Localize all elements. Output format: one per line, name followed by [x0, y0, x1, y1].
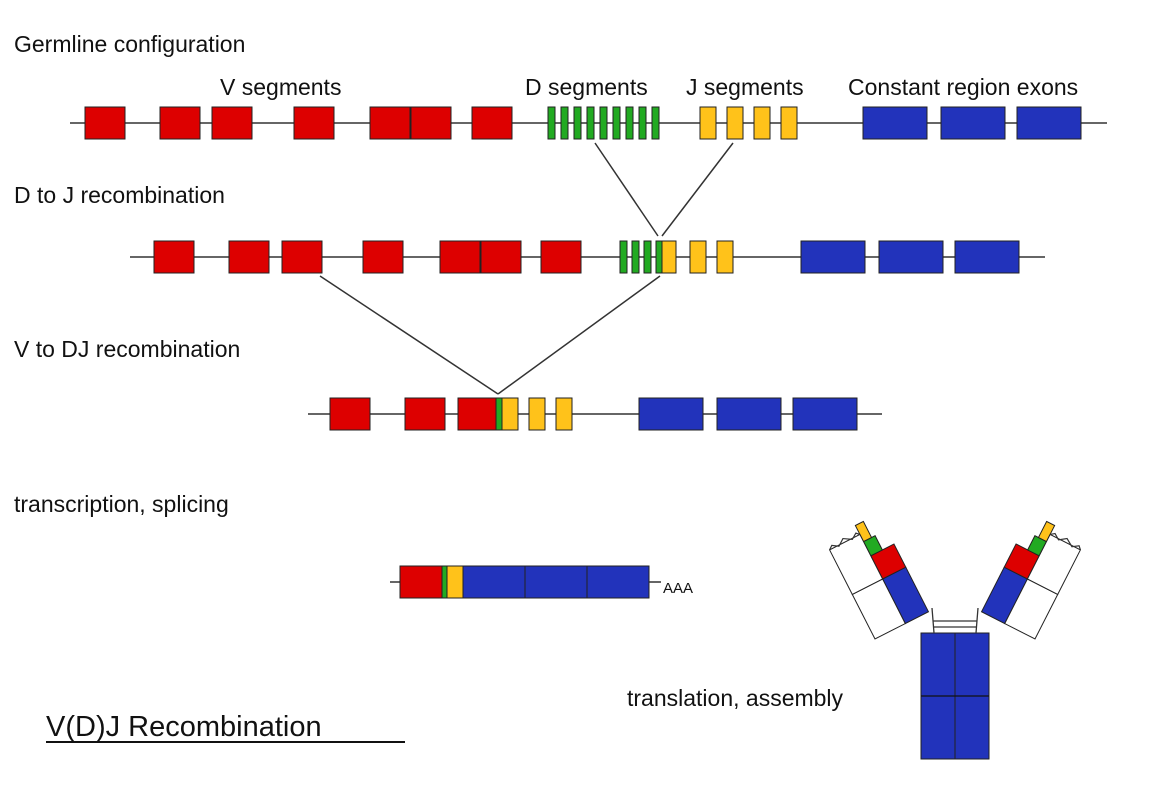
germline-d-segment — [651, 106, 660, 140]
germline-constant-exon — [862, 106, 928, 140]
mrna-transcript — [390, 565, 661, 599]
v-to-dj-join-line — [319, 275, 499, 395]
dj-d-segment — [619, 240, 628, 274]
left-heavy-j-region — [854, 520, 873, 543]
right-light-variable-domain — [1026, 533, 1082, 596]
mrna-constant-exon — [524, 565, 588, 599]
germline-v-segment — [211, 106, 253, 140]
d-to-j-row — [130, 240, 1045, 274]
d-to-j-join-line — [661, 142, 734, 237]
germline-v-segment — [159, 106, 201, 140]
dj-v-segment — [439, 240, 481, 274]
mrna-constant-exon — [586, 565, 650, 599]
mrna-d-region — [441, 565, 448, 599]
dj-v-segment — [480, 240, 522, 274]
j-segments-label: J segments — [686, 74, 804, 100]
antibody-right-arm — [980, 520, 1082, 640]
mrna-v-region — [399, 565, 443, 599]
right-light-chain-tip — [1050, 532, 1081, 551]
germline-configuration-label: Germline configuration — [14, 31, 245, 57]
translation-assembly-label: translation, assembly — [627, 685, 844, 711]
vdj-constant-exon — [792, 397, 858, 431]
germline-j-segment — [726, 106, 744, 140]
dj-v-segment — [281, 240, 323, 274]
antibody-left-arm — [828, 520, 930, 640]
antibody-molecule — [828, 520, 1082, 760]
dj-v-segment — [362, 240, 404, 274]
v-to-dj-join-line — [497, 275, 661, 395]
right-heavy-j-region — [1037, 520, 1056, 543]
vdj-j-segment — [555, 397, 573, 431]
germline-j-segment — [699, 106, 717, 140]
germline-v-segment — [410, 106, 452, 140]
dj-d-segment — [631, 240, 640, 274]
germline-d-segment — [560, 106, 569, 140]
dj-constant-exon — [878, 240, 944, 274]
d-to-j-join-line — [594, 142, 659, 237]
left-light-variable-domain — [828, 533, 884, 596]
germline-d-segment — [625, 106, 634, 140]
dj-joined-d-segment — [655, 240, 663, 274]
dj-d-segment — [643, 240, 652, 274]
germline-d-segment — [599, 106, 608, 140]
vdj-constant-exon — [638, 397, 704, 431]
left-light-chain-tip — [829, 532, 861, 551]
v-to-dj-recombination-label: V to DJ recombination — [14, 336, 240, 362]
dj-v-segment — [540, 240, 582, 274]
mrna-j-region — [446, 565, 464, 599]
v-segments-label: V segments — [220, 74, 341, 100]
vdj-v-segment — [329, 397, 371, 431]
constant-region-exons-label: Constant region exons — [848, 74, 1078, 100]
germline-d-segment — [573, 106, 582, 140]
dj-j-segment — [689, 240, 707, 274]
vdj-joined-d-segment — [495, 397, 503, 431]
vdj-joined-v-segment — [457, 397, 497, 431]
d-segments-label: D segments — [525, 74, 648, 100]
dj-v-segment — [228, 240, 270, 274]
germline-v-segment — [369, 106, 411, 140]
vdj-joined-j-segment — [501, 397, 519, 431]
v-to-dj-row — [308, 397, 882, 431]
vdj-v-segment — [404, 397, 446, 431]
germline-v-segment — [293, 106, 335, 140]
dj-constant-exon — [800, 240, 866, 274]
germline-j-segment — [753, 106, 771, 140]
transcription-splicing-label: transcription, splicing — [14, 491, 229, 517]
germline-v-segment — [84, 106, 126, 140]
germline-constant-exon — [940, 106, 1006, 140]
germline-constant-exon — [1016, 106, 1082, 140]
germline-d-segment — [612, 106, 621, 140]
dj-v-segment — [153, 240, 195, 274]
germline-j-segment — [780, 106, 798, 140]
germline-d-segment — [547, 106, 556, 140]
germline-v-segment — [471, 106, 513, 140]
d-to-j-recombination-label: D to J recombination — [14, 182, 225, 208]
dj-joined-j-segment — [661, 240, 677, 274]
germline-d-segment — [586, 106, 595, 140]
diagram-title: V(D)J Recombination — [46, 711, 322, 743]
germline-row — [70, 106, 1107, 140]
dj-constant-exon — [954, 240, 1020, 274]
germline-d-segment — [638, 106, 647, 140]
dj-j-segment — [716, 240, 734, 274]
polya-tail-label: AAA — [663, 580, 693, 597]
vdj-constant-exon — [716, 397, 782, 431]
mrna-constant-exon — [462, 565, 526, 599]
vdj-j-segment — [528, 397, 546, 431]
